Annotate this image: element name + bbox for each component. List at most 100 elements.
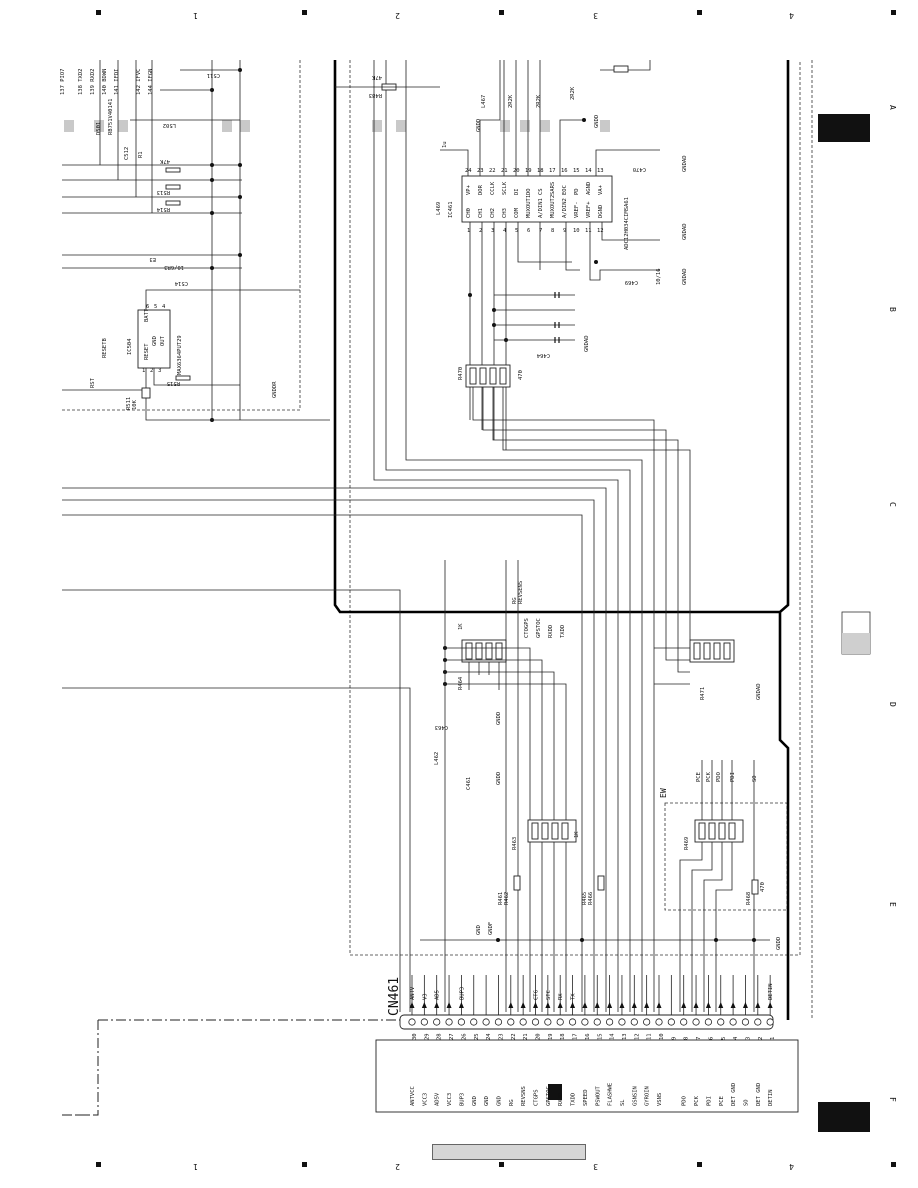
cn461-pin-name: FLASHWE (608, 1083, 614, 1106)
cn461-pin-number: 23 (498, 1033, 504, 1040)
net-gndf-label: GNDF (488, 922, 494, 935)
ic461-pin-sclk: SCLK (502, 181, 508, 195)
r513-symbol (165, 184, 181, 190)
l502-label: L502 (163, 122, 176, 128)
ic461-pin-vref-minus: VREF- (574, 201, 580, 218)
r461-label: R461 (498, 892, 504, 905)
cn461-pin-number: 13 (622, 1033, 628, 1040)
ic461-left-pins: CH0 CH1 CH2 CH3 COM MUXOUT1 A/DIN1 MUXOU… (466, 195, 604, 234)
r468-symbol (751, 879, 759, 895)
ucom-pin-142: 142 IFVC (136, 69, 142, 96)
cn461-pin-contact (766, 1018, 774, 1026)
cn461-pin-contact (420, 1018, 428, 1026)
cn461-pin-arrow (557, 1002, 563, 1008)
ucom-pin-140: 140 BDWN (102, 69, 108, 96)
net-ctogps: CTOGPS (524, 618, 530, 638)
cn461-pin-contact (482, 1018, 490, 1026)
r465-symbol (597, 875, 605, 891)
cn461-pin-contact (630, 1018, 638, 1026)
cn461-pin-name: GND (472, 1096, 478, 1106)
cn461-pin-contact (704, 1018, 713, 1026)
ic461-pin-22: 22 (489, 168, 496, 174)
cn461-pin-name: PDO (682, 1096, 688, 1106)
cn461-pin-number: 3 (745, 1037, 751, 1040)
ic504-pin-4: 4 (162, 304, 166, 310)
r465-label: R465 (582, 892, 588, 905)
r464-label: R464 (458, 676, 464, 690)
cn461-pin-name: VCC3 (422, 1093, 428, 1106)
cn461-pin-name: DET GND (756, 1083, 762, 1106)
grid-number-bottom-3: 3 (593, 1162, 598, 1171)
gndd-label-ic504: GNDDR (272, 381, 278, 398)
c512-label: C512 (124, 147, 130, 160)
net-gpstoc: GPSTOC (536, 618, 542, 638)
c461-label: C461 (466, 777, 472, 790)
cn461-pin-contact (507, 1018, 515, 1026)
ic461-pin-1: 1 (467, 228, 470, 234)
gndd-label-c468: GNDD (476, 119, 482, 132)
ic461-pin-com: COM (514, 207, 520, 218)
ic461-pin-eoc: EOC (562, 185, 568, 195)
r468-label: R468 (746, 892, 752, 905)
gndad-label-c470: GNDAD (682, 155, 688, 172)
cn461-pin-number: 2 (758, 1037, 764, 1040)
cn461-pin-contact (655, 1018, 663, 1026)
cn461-pin-arrow (742, 1002, 748, 1008)
r513-label: R513 (157, 189, 170, 195)
ic504-reset: IC504 MAX6364PUT29 RESET GND OUT BATT 1 … (62, 289, 330, 421)
ic461-pin-muxout1: MUXOUT1 (526, 195, 532, 218)
ic461-pin-24: 24 (465, 168, 472, 174)
cn461-pin-number: 17 (573, 1033, 579, 1040)
gndad-label-ic461: GNDAD (682, 223, 688, 240)
c470-label: C470 (633, 166, 646, 172)
ic461-pin-11: 11 (585, 228, 592, 234)
cn461-pin-contact (408, 1018, 416, 1026)
cn461-pin-legend (375, 1039, 799, 1113)
cn461-pin-name: REVSNS (521, 1086, 527, 1106)
cn461-pin-contact (667, 1018, 675, 1026)
ic461-pin-ch2: CH2 (490, 208, 496, 218)
ucom-pin-138: 138 TXD2 (78, 69, 84, 96)
cn461-pin-name: RXDD (558, 1093, 564, 1106)
cn461-pin-name: SPEED (583, 1089, 589, 1106)
net-txdd: TXDD (560, 625, 566, 638)
cn461-pin-number: 15 (597, 1033, 603, 1040)
cn461-pin-arrow (446, 1002, 452, 1008)
ic461-pin-ch0: CH0 (466, 208, 472, 218)
ic461-pin-vaplus: VA+ (598, 184, 604, 195)
cn461-pin-arrow (607, 1002, 613, 1008)
adc-input-caps: C464 GNDAD (494, 292, 590, 358)
page-tab-mid-fill (842, 633, 870, 654)
r470-label: R470 (458, 367, 464, 380)
ic461-pin-15: 15 (573, 168, 580, 174)
gndd-label-c463: GNDD (496, 712, 502, 725)
cn461-pin-name: GND (484, 1096, 490, 1106)
cn461-pin-number: 21 (523, 1033, 529, 1040)
cn461-pin-name: TXDD (571, 1093, 577, 1106)
r466-label: R466 (588, 892, 594, 905)
l467-label: L467 (481, 95, 487, 108)
cn461-pin-contact (519, 1018, 527, 1026)
r463-value: 1K (574, 831, 580, 838)
ic504-pin-2: 2 (150, 368, 153, 374)
net-so: SO (752, 775, 758, 782)
gndd-label-ic461: GNDD (594, 115, 600, 128)
cn461-pin-contact (457, 1018, 465, 1026)
ucom-signals: 137 PIO7 138 TXD2 139 RXD2 140 BDWN 141 … (60, 60, 242, 422)
ic504-body (137, 309, 171, 369)
grid-number-bottom-1: 1 (193, 1162, 198, 1171)
grid-letter-a: A (888, 105, 897, 110)
cn461-pin-contact (692, 1018, 700, 1026)
cn461-pin-arrow (570, 1002, 576, 1008)
region-outlines (62, 60, 813, 1116)
cn461-pin-net: AD5 (435, 990, 441, 1000)
ic461-body (461, 175, 613, 223)
ic461-pin-do: DO (526, 188, 532, 195)
cn461-pin-number: 24 (486, 1033, 492, 1040)
cn461-pin-number: 28 (437, 1033, 443, 1040)
net-pck: PCK (706, 771, 712, 782)
cn461-pin-name: GYROIN (645, 1086, 651, 1106)
ic461-pin-vpplus: VP+ (466, 184, 472, 195)
e3-label: E3 (149, 256, 156, 262)
